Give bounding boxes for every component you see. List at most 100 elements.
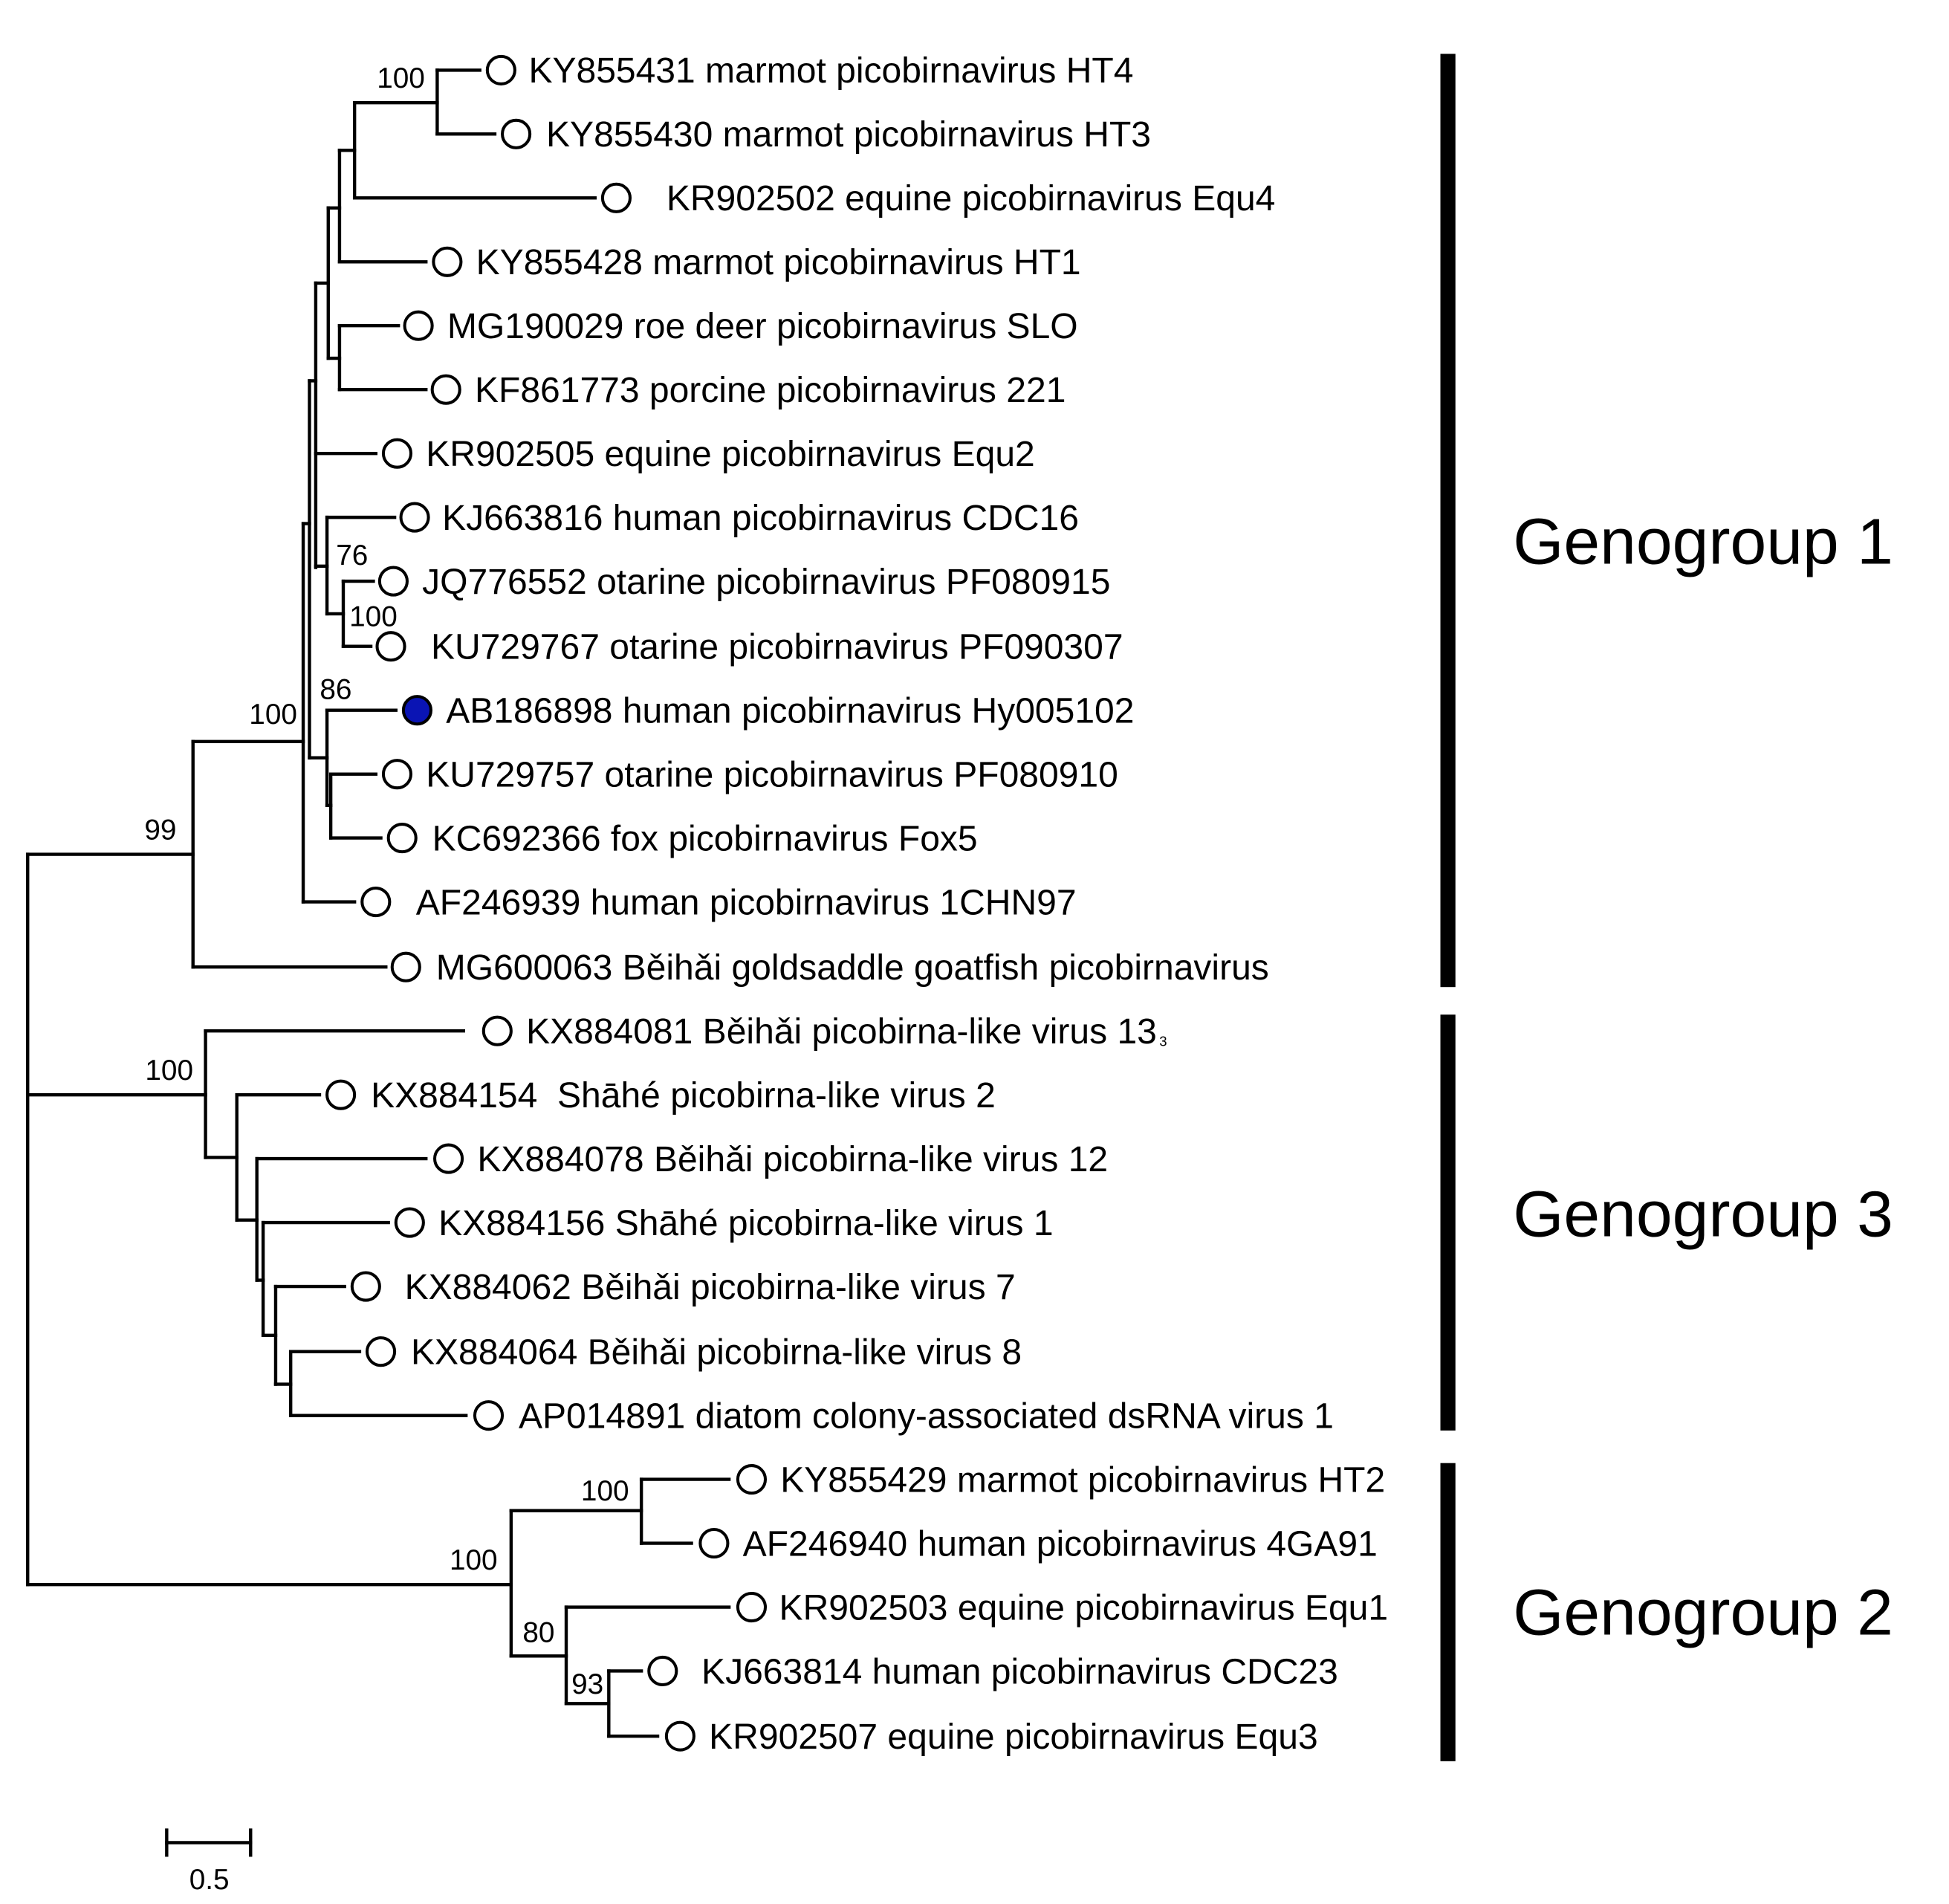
tree-leaf: KY855431 marmot picobirnavirus HT4	[435, 51, 1133, 91]
open-circle-marker-icon	[375, 631, 406, 662]
tree-leaf: KY855429 marmot picobirnavirus HT2	[639, 1460, 1385, 1500]
tree-leaf: KU729767 otarine picobirnavirus PF090307	[341, 628, 1123, 667]
tree-leaf: KJ663814 human picobirnavirus CDC23	[607, 1652, 1338, 1691]
tree-leaf: JQ776552 otarine picobirnavirus PF080915	[341, 563, 1110, 602]
tree-leaf: AF246940 human picobirnavirus 4GA91	[639, 1524, 1378, 1564]
open-circle-marker-icon	[698, 1528, 730, 1559]
tree-leaf: KX884062 Běihǎi picobirna-like virus 7	[273, 1268, 1016, 1307]
open-circle-marker-icon	[377, 566, 409, 597]
bootstrap-value: 100	[249, 699, 297, 731]
tree-branches	[26, 68, 643, 1738]
genogroup-label: Genogroup 3	[1513, 1178, 1893, 1251]
open-circle-marker-icon	[600, 182, 632, 213]
leaf-label: AF246940 human picobirnavirus 4GA91	[743, 1524, 1378, 1564]
tree-leaf: KX884078 Běihǎi picobirna-like virus 12	[255, 1140, 1108, 1179]
tree-leaf: KF861773 porcine picobirnavirus 221	[337, 371, 1066, 410]
leaf-label: KR902505 equine picobirnavirus Equ2	[426, 435, 1035, 474]
tree-leaf: KJ663816 human picobirnavirus CDC16	[325, 499, 1079, 538]
bootstrap-value: 100	[377, 62, 425, 94]
open-circle-marker-icon	[325, 1079, 357, 1110]
leaf-label: KX884064 Běihǎi picobirna-like virus 8	[411, 1333, 1022, 1373]
tree-leaf: KX884064 Běihǎi picobirna-like virus 8	[289, 1333, 1022, 1373]
leaf-label: KX884078 Běihǎi picobirna-like virus 12	[477, 1140, 1108, 1179]
bootstrap-value: 100	[581, 1475, 629, 1507]
leaf-label: KJ663814 human picobirnavirus CDC23	[701, 1652, 1338, 1691]
leaf-label: KR902507 equine picobirnavirus Equ3	[709, 1717, 1318, 1757]
genogroup-bracket-bar	[1440, 54, 1456, 988]
leaf-label: KR902502 equine picobirnavirus Equ4	[667, 179, 1276, 218]
leaf-label: AF246939 human picobirnavirus 1CHN97	[416, 883, 1077, 922]
bootstrap-value: 99	[144, 814, 176, 846]
tree-leaf: KU729757 otarine picobirnavirus PF080910	[328, 756, 1118, 795]
tree-leaf: KY855430 marmot picobirnavirus HT3	[435, 115, 1151, 155]
tree-leaf: AF246939 human picobirnavirus 1CHN97	[301, 883, 1077, 922]
leaf-label: MG600063 Běihǎi goldsaddle goatfish pico…	[436, 948, 1269, 988]
open-circle-marker-icon	[390, 951, 421, 982]
leaf-label-artifact: 3	[1159, 1033, 1167, 1049]
open-circle-marker-icon	[394, 1207, 425, 1238]
leaf-label: MG190029 roe deer picobirnavirus SLO	[447, 307, 1078, 346]
leaf-label: KY855430 marmot picobirnavirus HT3	[546, 115, 1151, 155]
leaf-label: KF861773 porcine picobirnavirus 221	[475, 371, 1066, 410]
scale-bar: 0.5	[165, 1828, 253, 1896]
bootstrap-value: 93	[571, 1668, 603, 1700]
open-circle-marker-icon	[386, 823, 418, 854]
tree-leaf: KR902503 equine picobirnavirus Equ1	[564, 1588, 1388, 1628]
open-circle-marker-icon	[664, 1720, 695, 1752]
genogroup-bracket-bar	[1440, 1014, 1456, 1431]
leaf-label: AB186898 human picobirnavirus Hy005102	[446, 692, 1134, 731]
open-circle-marker-icon	[501, 118, 532, 149]
open-circle-marker-icon	[430, 374, 461, 405]
open-circle-marker-icon	[381, 759, 413, 790]
tree-leaf: KR902502 equine picobirnavirus Equ4	[352, 179, 1276, 218]
open-circle-marker-icon	[350, 1271, 381, 1302]
open-circle-marker-icon	[360, 887, 392, 918]
open-circle-marker-icon	[399, 502, 430, 533]
tree-leaf: MG190029 roe deer picobirnavirus SLO	[337, 307, 1078, 346]
bootstrap-value: 80	[522, 1617, 554, 1649]
genogroup-label: Genogroup 2	[1513, 1576, 1893, 1649]
scale-bar-label: 0.5	[189, 1864, 230, 1896]
leaf-label: KX884154 Shāhé picobirna-like virus 2	[371, 1076, 996, 1115]
filled-circle-marker-icon	[401, 695, 433, 726]
open-circle-marker-icon	[432, 246, 463, 277]
leaf-label: KU729757 otarine picobirnavirus PF080910	[426, 756, 1118, 795]
tree-leaf: AP014891 diatom colony-associated dsRNA …	[289, 1396, 1334, 1437]
tree-leaf: KY855428 marmot picobirnavirus HT1	[337, 243, 1081, 282]
tree-leaf: KC692366 fox picobirnavirus Fox5	[328, 819, 978, 858]
tree-leaf: KR902507 equine picobirnavirus Equ3	[607, 1717, 1318, 1757]
open-circle-marker-icon	[381, 438, 413, 469]
open-circle-marker-icon	[433, 1143, 464, 1174]
tree-tips: KY855431 marmot picobirnavirus HT4KY8554…	[191, 51, 1388, 1757]
leaf-label: JQ776552 otarine picobirnavirus PF080915	[422, 563, 1110, 602]
leaf-label: KY855429 marmot picobirnavirus HT2	[780, 1460, 1385, 1500]
open-circle-marker-icon	[473, 1400, 505, 1431]
leaf-label: KX884081 Běihǎi picobirna-like virus 13	[526, 1012, 1157, 1052]
leaf-label: KX884156 Shāhé picobirna-like virus 1	[438, 1204, 1053, 1243]
genogroup-bracket-bar	[1440, 1463, 1456, 1761]
tree-leaf: KX884154 Shāhé picobirna-like virus 2	[235, 1076, 996, 1115]
tree-leaf: AB186898 human picobirnavirus Hy005102	[325, 692, 1134, 731]
open-circle-marker-icon	[647, 1655, 678, 1687]
open-circle-marker-icon	[485, 54, 516, 85]
open-circle-marker-icon	[365, 1336, 397, 1367]
bootstrap-value: 86	[320, 674, 351, 706]
bootstrap-value: 100	[450, 1544, 498, 1576]
bootstrap-value: 76	[336, 540, 368, 571]
leaf-label: KX884062 Běihǎi picobirna-like virus 7	[405, 1268, 1016, 1307]
leaf-label: KJ663816 human picobirnavirus CDC16	[442, 499, 1079, 538]
bootstrap-value: 100	[349, 601, 398, 633]
tree-leaf: KR902505 equine picobirnavirus Equ2	[314, 435, 1035, 474]
open-circle-marker-icon	[736, 1591, 768, 1623]
open-circle-marker-icon	[481, 1015, 513, 1046]
leaf-label: KY855431 marmot picobirnavirus HT4	[528, 51, 1133, 91]
leaf-label: KC692366 fox picobirnavirus Fox5	[432, 819, 978, 858]
tree-leaf: KX884156 Shāhé picobirna-like virus 1	[261, 1204, 1054, 1243]
open-circle-marker-icon	[736, 1464, 768, 1495]
leaf-label: KY855428 marmot picobirnavirus HT1	[476, 243, 1081, 282]
open-circle-marker-icon	[403, 310, 434, 341]
